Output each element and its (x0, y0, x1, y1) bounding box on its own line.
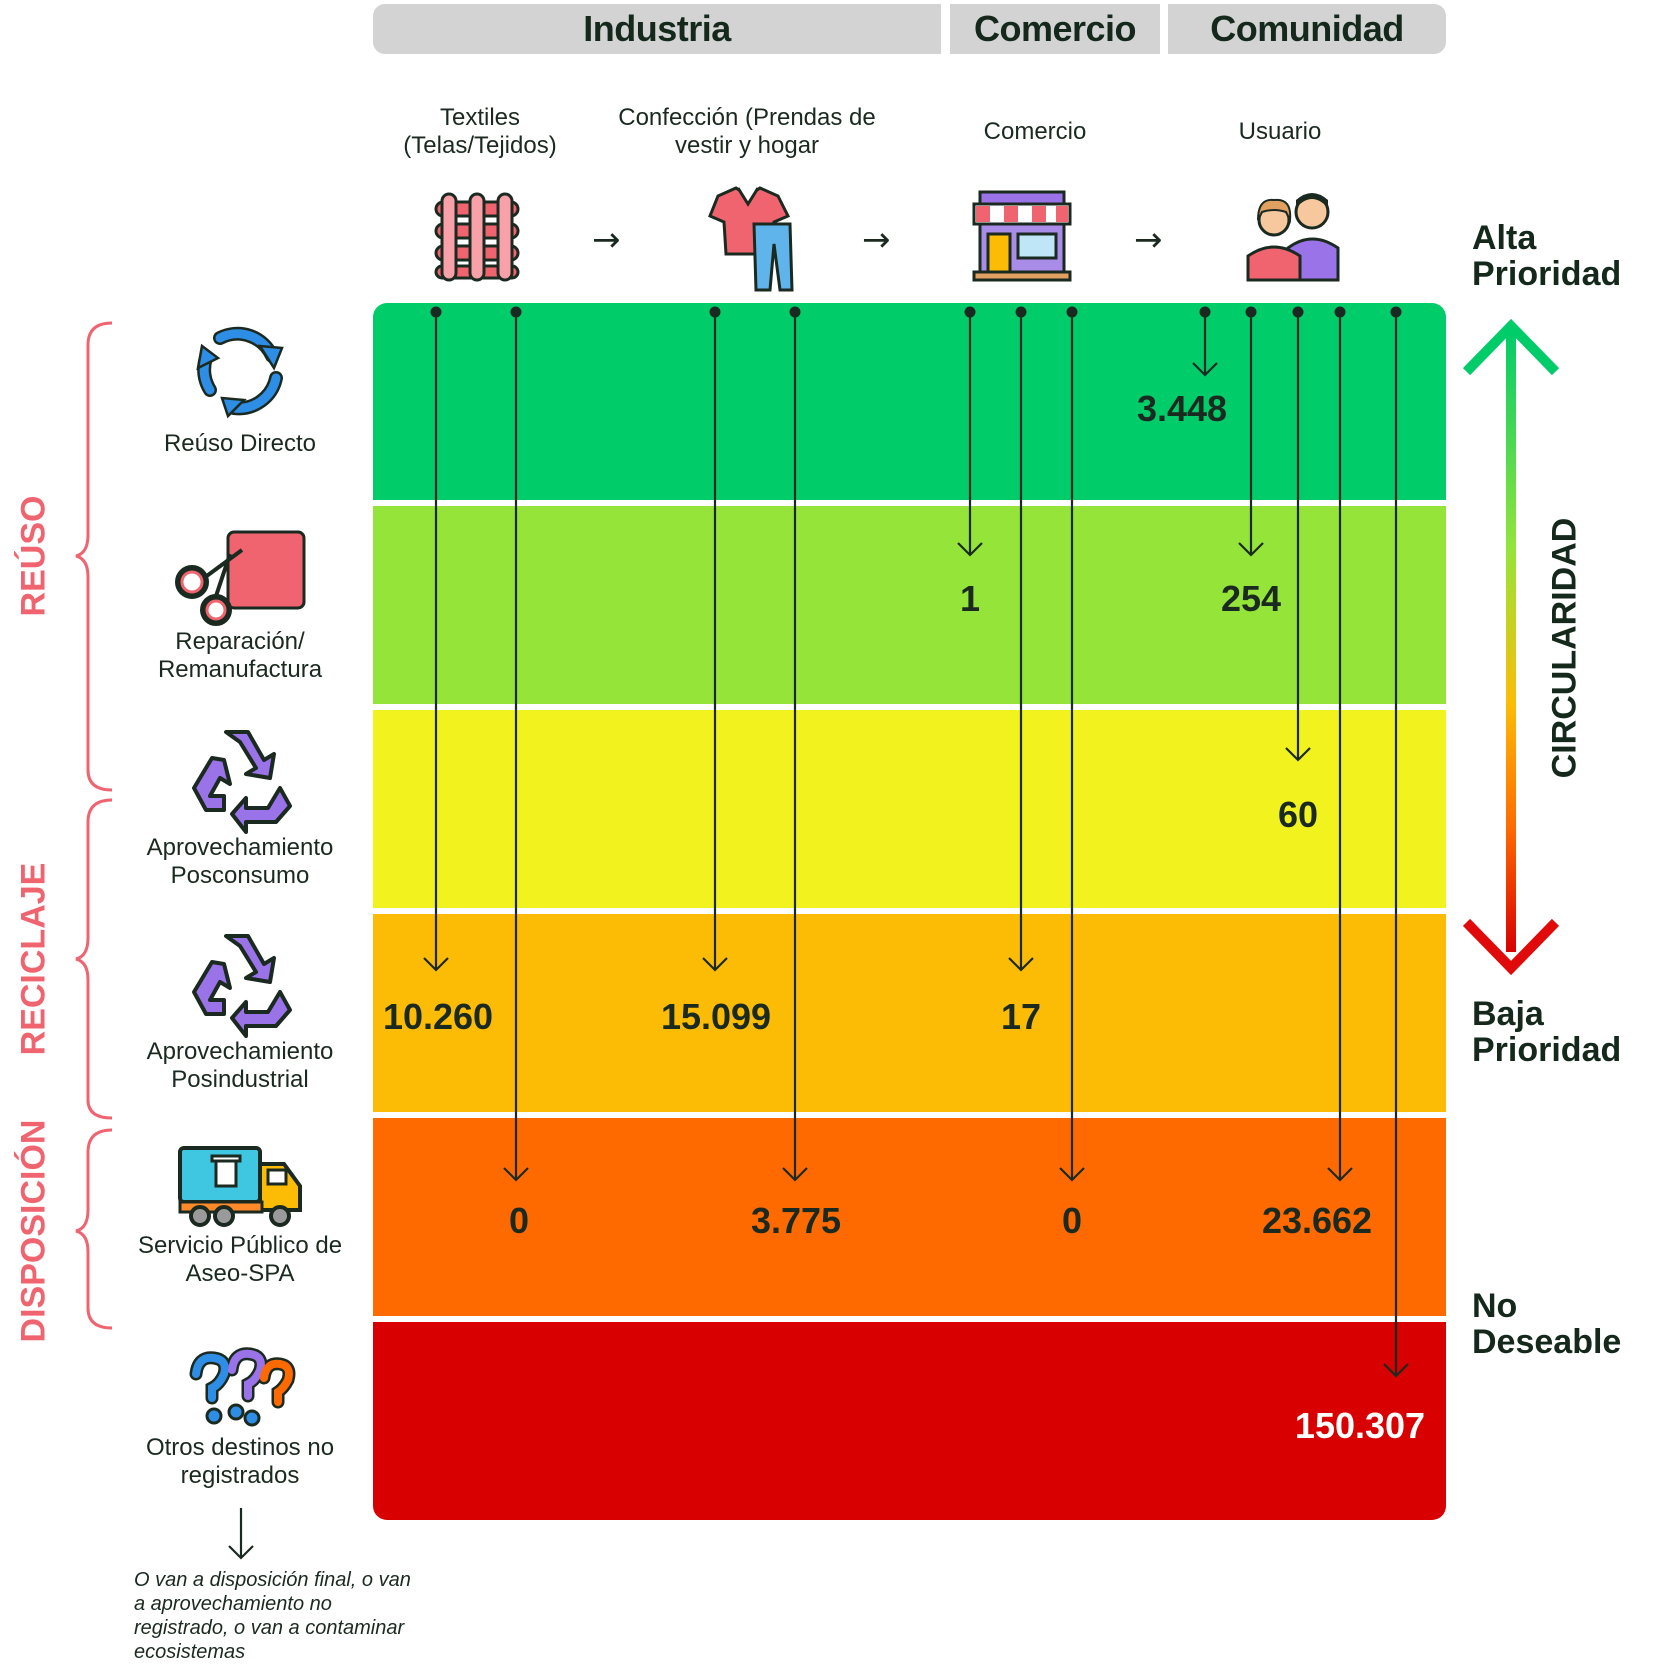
value-confeccion-spa: 3.775 (750, 1200, 842, 1241)
actor-label-usuario: Usuario (1238, 118, 1322, 145)
value-usuario-reuso: 3.448 (1136, 388, 1228, 429)
value-textiles-posindustrial: 10.260 (382, 996, 494, 1037)
users-icon (1246, 193, 1340, 282)
priority-label-alta: Alta Prioridad (1472, 219, 1622, 293)
value-confeccion-posindustrial: 15.099 (660, 996, 772, 1037)
priority-label-no-deseable: No Deseable (1472, 1287, 1622, 1361)
down-arrow-icon (228, 1508, 254, 1560)
store-icon (972, 190, 1072, 282)
group-brackets (75, 321, 113, 1330)
circularity-double-arrow-icon (1462, 318, 1560, 976)
question-marks-icon (189, 1347, 296, 1427)
actor-label-comercio: Comercio (983, 118, 1087, 145)
row-label-reuso-directo: Reúso Directo (163, 430, 317, 457)
actor-label-textiles: Textiles (Telas/Tejidos) (403, 104, 557, 159)
garbage-truck-icon (178, 1146, 302, 1227)
band-posconsumo (373, 710, 1446, 908)
footnote: O van a disposición final, o van a aprov… (134, 1569, 411, 1663)
flow-arrow: → (862, 220, 891, 260)
group-label-reuso: REÚSO (14, 495, 53, 617)
sector-header-comunidad: Comunidad (1168, 4, 1446, 54)
actor-label-confeccion: Confección (Prendas de vestir y hogar (618, 104, 876, 159)
band-reparacion (373, 506, 1446, 704)
recycle-arrows-icon (196, 326, 284, 419)
group-label-disposicion: DISPOSICIÓN (14, 1119, 53, 1343)
value-comercio-reparacion: 1 (959, 578, 981, 619)
recycle-triangle-icon (192, 934, 292, 1038)
row-label-otros: Otros destinos no registrados (145, 1434, 335, 1489)
value-comercio-spa: 0 (1061, 1200, 1083, 1241)
band-otros (373, 1322, 1446, 1520)
band-spa (373, 1118, 1446, 1316)
band-posindustrial (373, 914, 1446, 1112)
value-usuario-reparacion: 254 (1220, 578, 1282, 619)
row-label-reparacion: Reparación/ Remanufactura (157, 628, 323, 683)
row-label-spa: Servicio Público de Aseo-SPA (137, 1232, 343, 1287)
group-label-reciclaje: RECICLAJE (14, 862, 53, 1056)
value-usuario-otros: 150.307 (1294, 1405, 1426, 1446)
flow-arrow: → (1134, 220, 1163, 260)
sector-header-comercio: Comercio (950, 4, 1160, 54)
row-label-posindustrial: Aprovechamiento Posindustrial (146, 1038, 334, 1093)
scissors-fabric-icon (175, 530, 306, 626)
fabric-icon (434, 192, 520, 282)
value-comercio-posindustrial: 17 (1000, 996, 1042, 1037)
value-textiles-spa: 0 (508, 1200, 530, 1241)
circularity-axis-label: CIRCULARIDAD (1545, 517, 1584, 779)
recycle-triangle-icon (192, 730, 292, 834)
priority-label-baja: Baja Prioridad (1472, 995, 1622, 1069)
value-usuario-posconsumo: 60 (1277, 794, 1319, 835)
value-usuario-spa: 23.662 (1261, 1200, 1373, 1241)
band-reuso-directo (373, 303, 1446, 500)
flow-arrow: → (592, 220, 621, 260)
row-label-posconsumo: Aprovechamiento Posconsumo (146, 834, 334, 889)
clothing-icon (708, 186, 794, 292)
sector-header-industria: Industria (373, 4, 941, 54)
